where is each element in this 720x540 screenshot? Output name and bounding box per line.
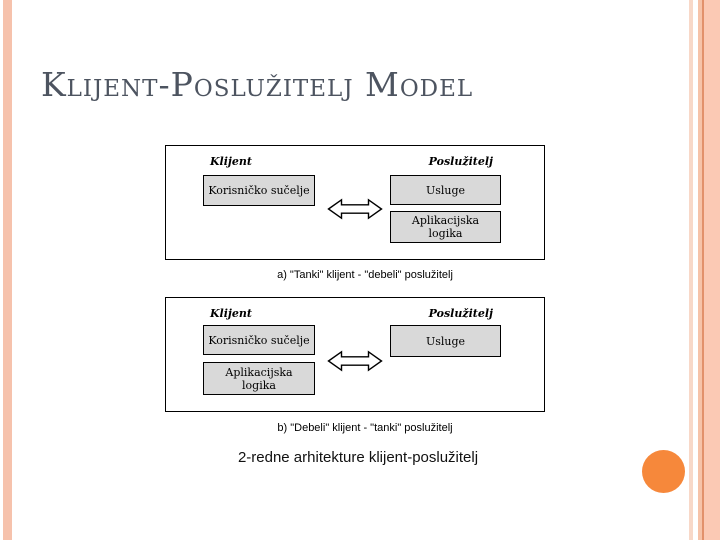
caption-b: b) "Debeli" klijent - "tanki" poslužitel… [277, 422, 453, 434]
user-interface-box: Korisničko sučelje [203, 175, 315, 206]
right-stripe-outer [689, 0, 693, 540]
server-label: Poslužitelj [428, 155, 493, 168]
right-stripe-dark-line [702, 0, 704, 540]
server-label: Poslužitelj [428, 307, 493, 320]
services-box: Usluge [390, 325, 501, 357]
user-interface-box: Korisničko sučelje [203, 325, 315, 355]
slide-title: Klijent-Poslužitelj Model [41, 65, 474, 104]
right-stripe-band [704, 0, 720, 540]
diagram-thin-client: Klijent Poslužitelj Korisničko sučelje U… [165, 145, 545, 260]
double-arrow-icon [327, 350, 383, 372]
orange-circle-decoration [642, 450, 685, 493]
client-label: Klijent [210, 155, 252, 168]
diagram-thick-client: Klijent Poslužitelj Korisničko sučelje A… [165, 297, 545, 412]
client-label: Klijent [210, 307, 252, 320]
double-arrow-icon [327, 198, 383, 220]
left-accent-bar [3, 0, 12, 540]
right-stripe-inner [698, 0, 702, 540]
footer-text: 2-redne arhitekture klijent-poslužitelj [237, 449, 479, 466]
caption-a: a) "Tanki" klijent - "debeli" poslužitel… [277, 269, 453, 281]
services-box: Usluge [390, 175, 501, 205]
